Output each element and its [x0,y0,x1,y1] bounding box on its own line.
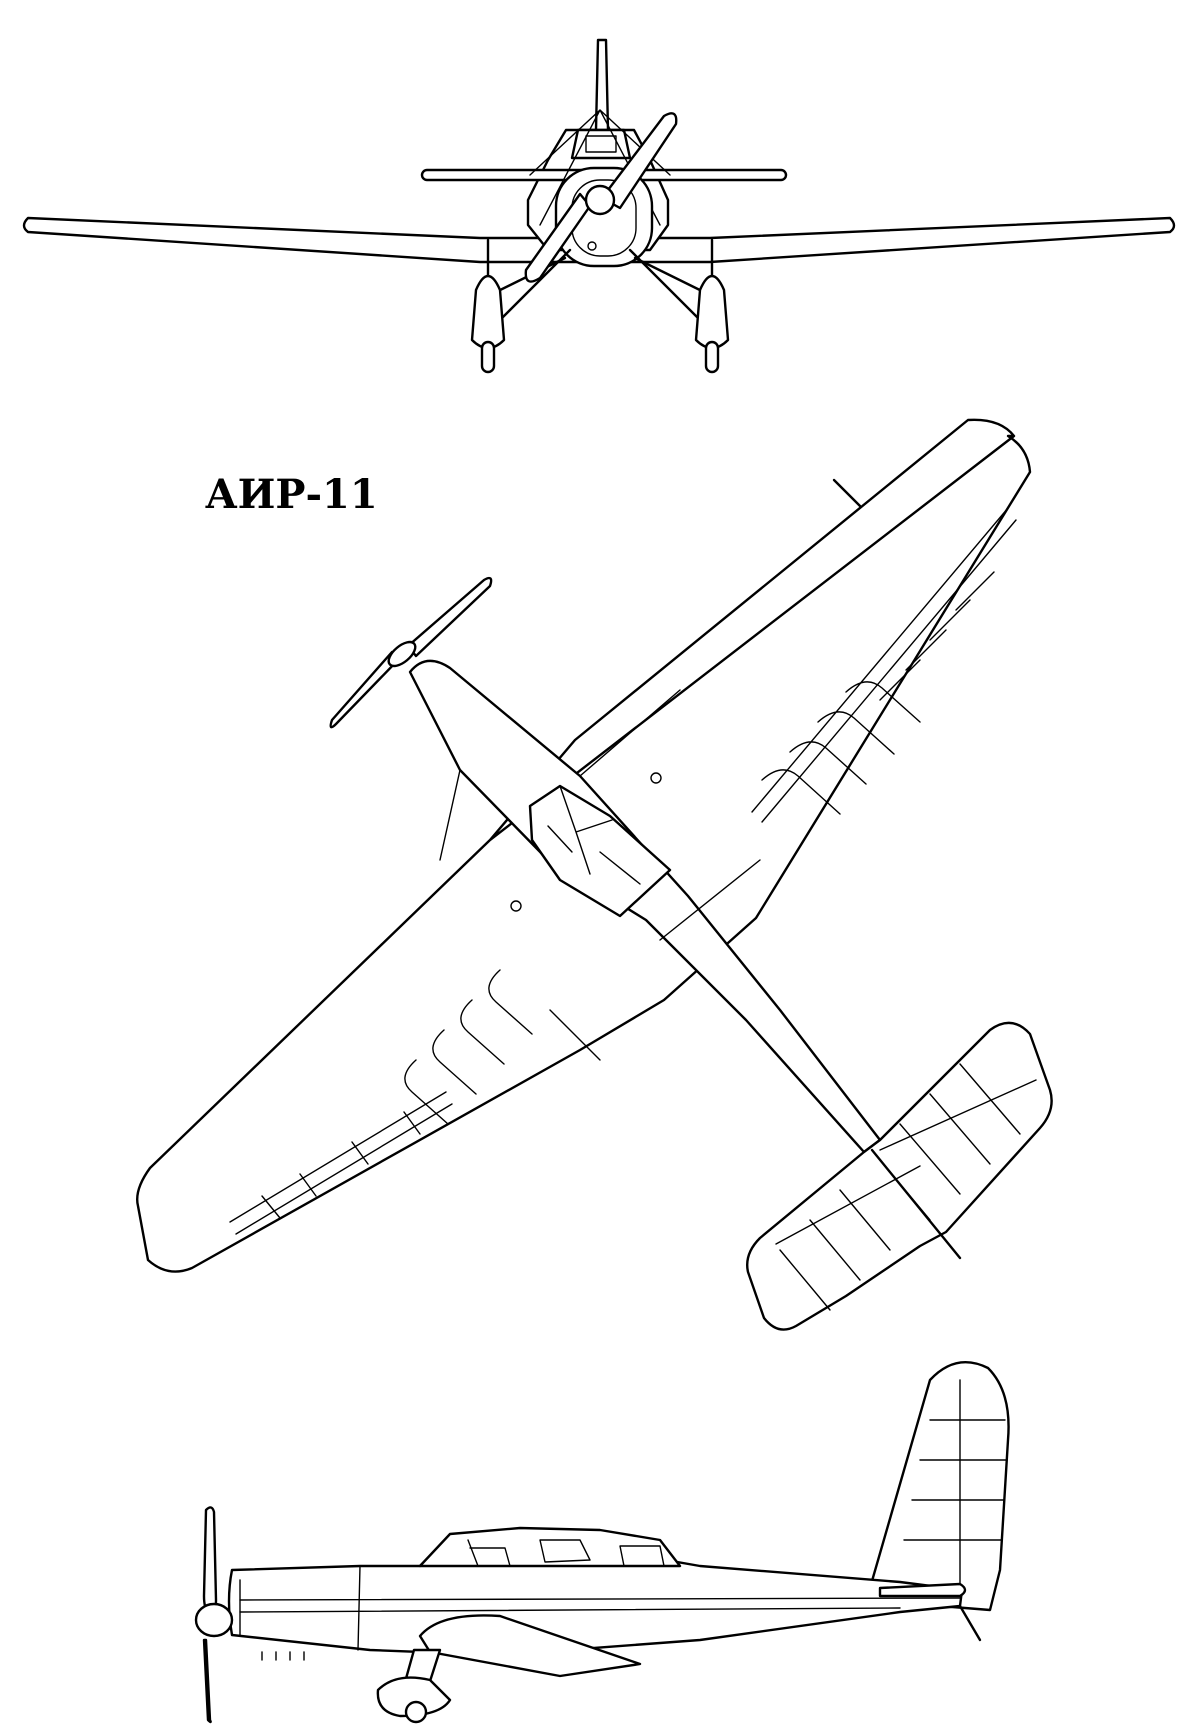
side-fin-rudder [868,1361,1010,1612]
side-tailplane [878,1582,967,1598]
aircraft-title: АИР-11 [205,471,378,518]
side-rudder-ribs [903,1379,1007,1601]
side-fuselage-stripes [239,1597,961,1613]
top-canopy [528,784,672,918]
top-wing-root-lines [439,689,761,1061]
front-canopy-frame [585,135,617,153]
side-exhaust-stubs [261,1651,305,1661]
top-fin [870,1148,962,1260]
right-wheel-spat [694,274,730,350]
left-wheel-spat [470,274,506,350]
left-wheel [480,340,496,374]
side-spinner [194,1602,234,1638]
side-tail-skid [958,1604,982,1642]
front-propeller-blade-lower [524,192,592,283]
front-propeller-blade-upper [600,112,678,210]
side-wheel-spat [376,1676,452,1718]
front-canopy [570,128,632,160]
right-wheel [704,340,720,374]
top-canopy-frames [547,785,641,885]
side-wheel [404,1700,428,1724]
front-small-hub [587,241,597,251]
side-canopy [418,1526,682,1568]
top-propeller-blade-a [406,576,493,658]
side-wing-fairing [418,1614,642,1678]
top-propeller-blade-b [329,650,400,729]
top-view [136,418,1053,1331]
front-propeller-spinner [584,184,616,216]
top-fuselage [408,659,882,1154]
side-canopy-windows [467,1539,665,1567]
top-pitot [832,478,862,508]
top-fuel-cap-left [510,900,522,912]
side-view [194,1361,1010,1724]
top-left-flap-panels [229,969,533,1235]
top-fuel-cap-right [650,772,662,784]
top-tailplane [746,1021,1053,1331]
side-cowling-line [239,1565,361,1651]
top-propeller-spinner [387,640,417,668]
top-right-flap-panels [751,507,1017,823]
front-view [22,38,1176,374]
